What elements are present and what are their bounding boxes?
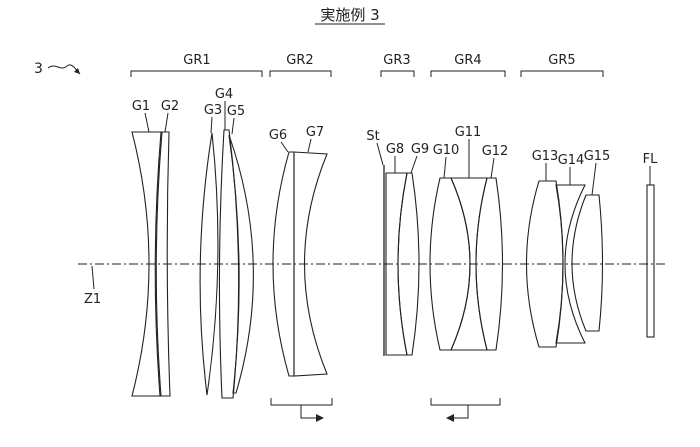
group-label-gr1: GR1 [183, 53, 210, 68]
element-labels: G1 G2 G3 G4 G5 G6 G7 St G8 G9 G10 G11 G1… [132, 87, 658, 196]
group-label-gr3: GR3 [383, 53, 410, 68]
label-fl: FL [643, 152, 658, 167]
leader-g2 [164, 112, 169, 133]
label-g11: G11 [455, 125, 482, 140]
reference-numeral: 3 [34, 61, 43, 77]
leader-g10 [443, 156, 447, 179]
label-g10: G10 [433, 143, 460, 158]
label-g7: G7 [306, 125, 324, 140]
label-g14: G14 [558, 153, 585, 168]
lens-g7 [293, 151, 328, 377]
label-g8: G8 [386, 142, 404, 157]
axis-label: Z1 [84, 292, 101, 307]
lens-g3 [199, 132, 219, 396]
lens-g14 [555, 184, 586, 344]
page-title: 実施例 3 [320, 6, 379, 24]
leader-g5 [231, 117, 235, 135]
leader-g1 [144, 112, 150, 133]
label-g5: G5 [227, 104, 245, 119]
group-label-gr2: GR2 [286, 53, 313, 68]
lens-g2 [155, 131, 171, 397]
group-label-gr4: GR4 [454, 53, 481, 68]
label-g15: G15 [584, 149, 611, 164]
group-bracket-gr1: GR1 [130, 53, 263, 77]
filter-fl [646, 184, 655, 338]
label-g12: G12 [482, 144, 509, 159]
label-g6: G6 [269, 128, 287, 143]
label-st: St [366, 129, 379, 144]
label-g2: G2 [161, 99, 179, 114]
leader-g7 [307, 138, 312, 153]
group-bracket-gr3: GR3 [380, 53, 415, 77]
reference-arrowhead [74, 68, 80, 74]
lens-g15 [571, 194, 604, 332]
group-bracket-gr5: GR5 [520, 53, 604, 77]
leader-g9 [410, 155, 418, 174]
leader-g6 [280, 141, 289, 153]
reference-leader [47, 64, 81, 75]
gr4-movement-arrow [430, 398, 501, 422]
leader-g15 [591, 162, 597, 196]
leader-g3 [210, 116, 213, 134]
lens-g1 [131, 131, 162, 397]
gr2-movement-arrow [270, 398, 333, 422]
lens-g5 [228, 134, 254, 394]
group-label-gr5: GR5 [548, 53, 575, 68]
group-bracket-gr2: GR2 [269, 53, 332, 77]
label-g1: G1 [132, 99, 150, 114]
group-bracket-gr4: GR4 [430, 53, 506, 77]
label-g4: G4 [215, 87, 233, 102]
axis-label-leader [91, 265, 95, 290]
leader-g12 [490, 157, 495, 179]
leader-st [376, 142, 384, 166]
lens-g12 [475, 177, 504, 351]
label-g3: G3 [204, 103, 222, 118]
label-g13: G13 [532, 149, 559, 164]
lens-g9 [397, 172, 420, 356]
label-g9: G9 [411, 142, 429, 157]
